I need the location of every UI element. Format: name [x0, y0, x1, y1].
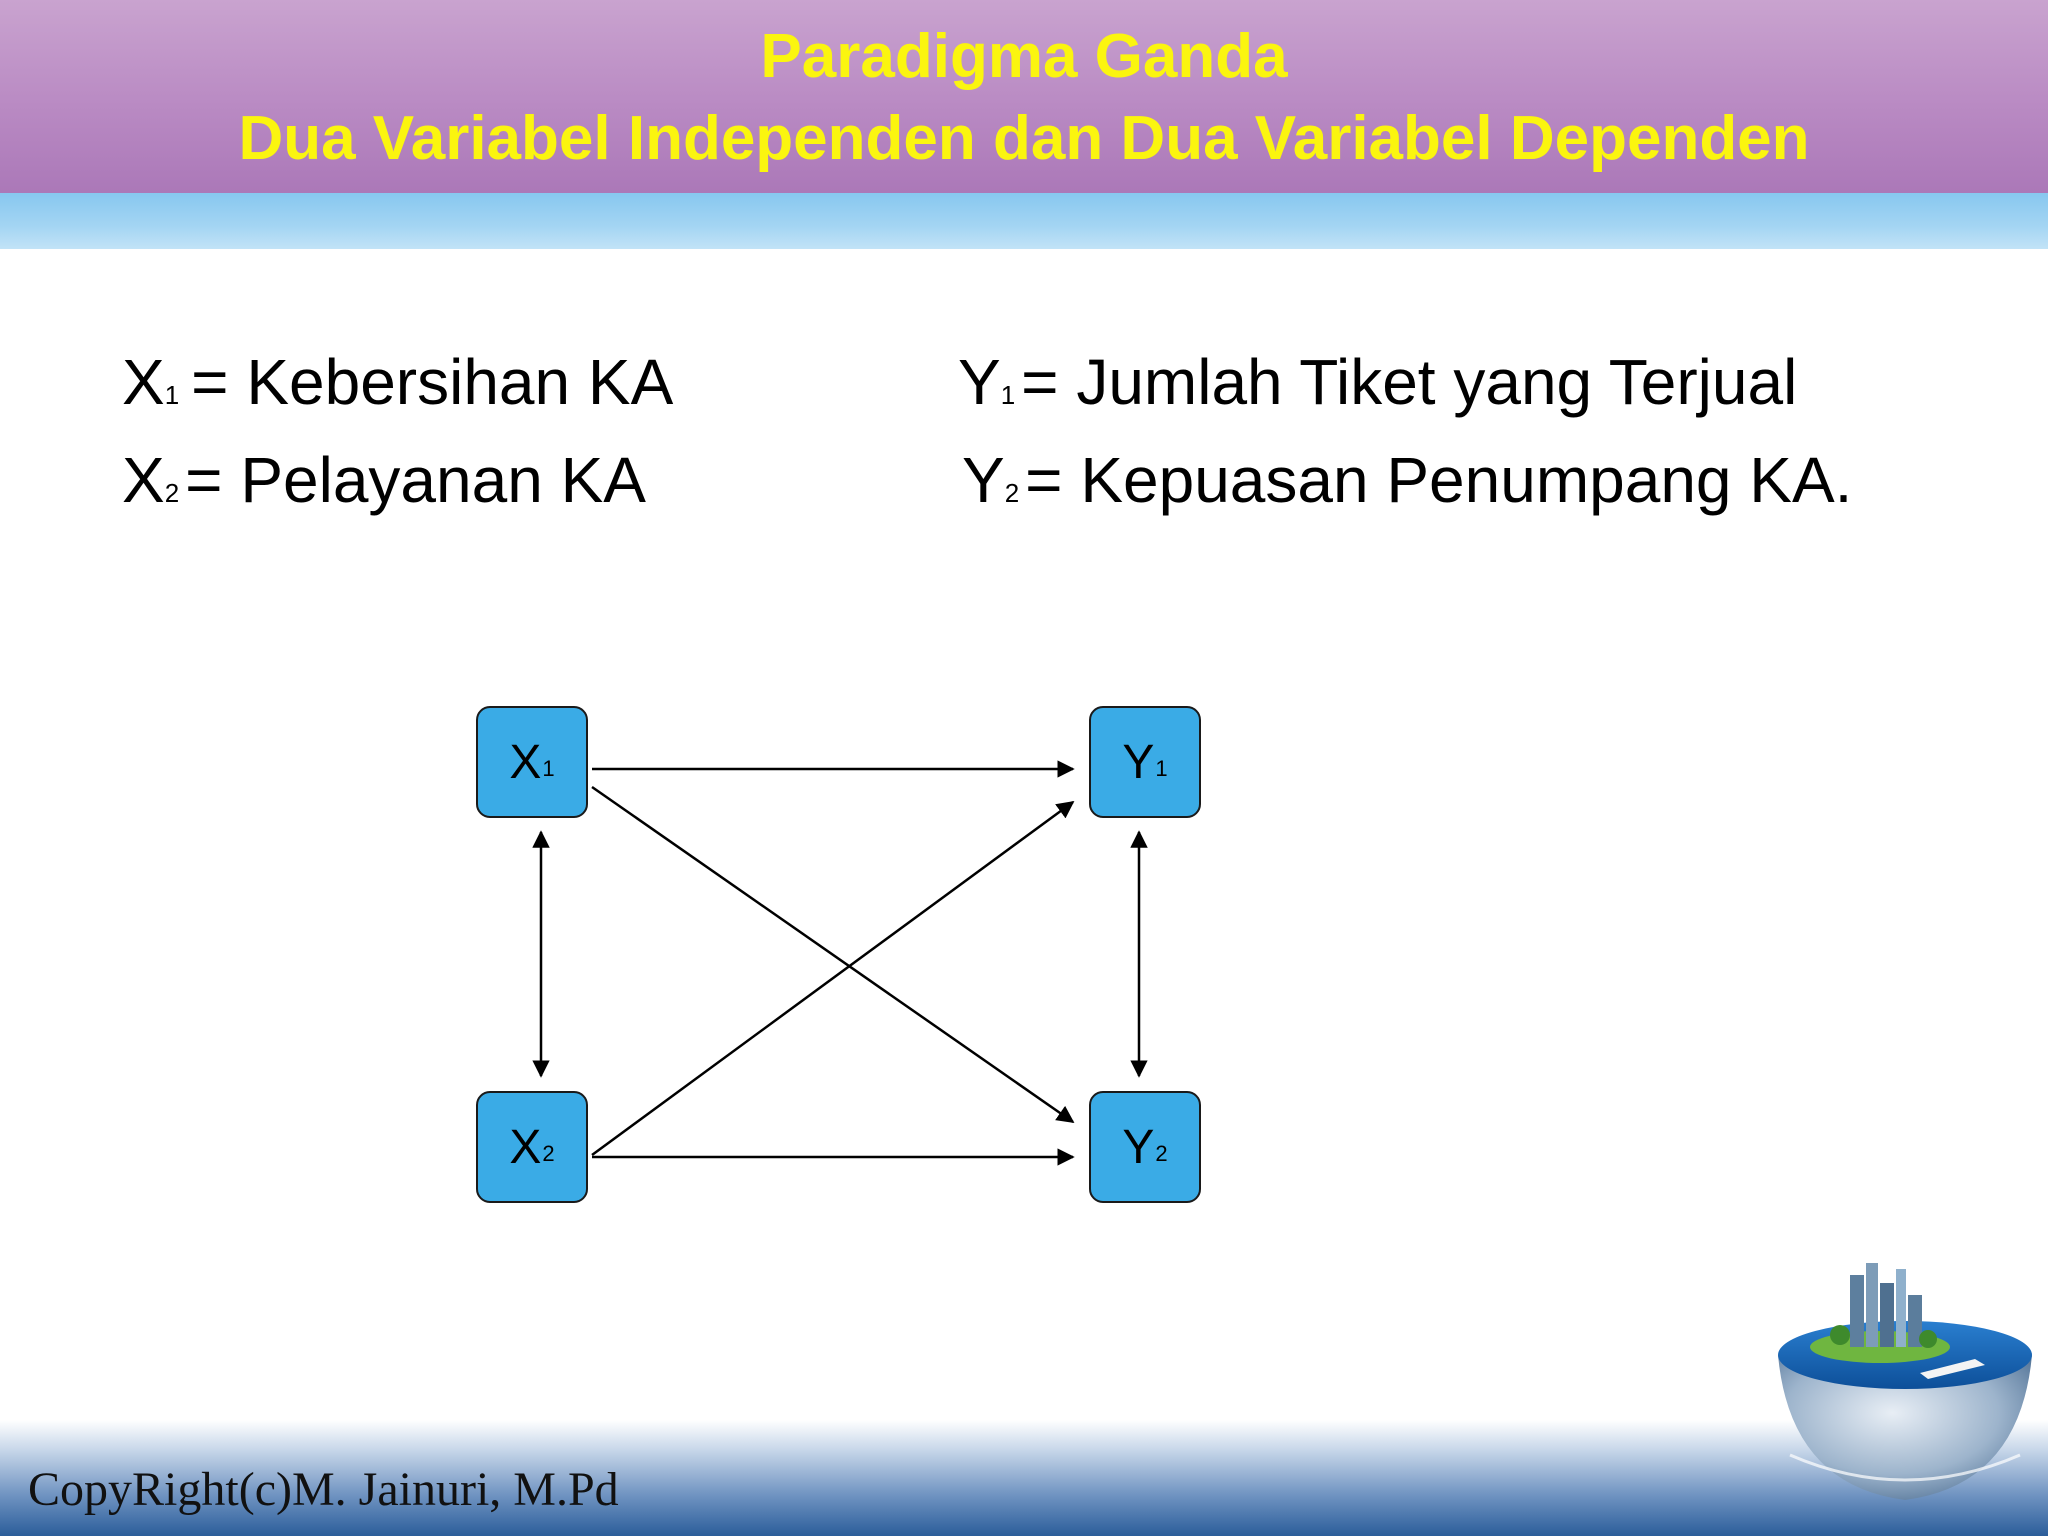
title-line-2: Dua Variabel Independen dan Dua Variabel…: [238, 104, 1810, 173]
legend-x2-subscript: 2: [164, 478, 180, 508]
legend-x1-subscript: 1: [164, 380, 180, 410]
globe-city-icon: [1778, 1263, 2032, 1500]
arrow-x2-y1: [591, 800, 1075, 1157]
legend-x2-symbol: X: [122, 444, 165, 516]
legend-y2-subscript: 2: [1004, 478, 1020, 508]
node-y2-symbol: Y: [1122, 1120, 1155, 1174]
legend-x2-description: = Pelayanan KA: [185, 444, 646, 516]
header-banner: Paradigma Ganda Dua Variabel Independen …: [0, 0, 2048, 193]
legend-x1-symbol: X: [122, 346, 165, 418]
node-x1-subscript: 1: [542, 756, 555, 781]
node-x1-symbol: X: [509, 735, 542, 789]
legend-x2: X2= Pelayanan KA: [122, 440, 646, 533]
legend-y2-symbol: Y: [962, 444, 1005, 516]
arrow-x1-y2: [591, 785, 1075, 1124]
legend-x1-description: = Kebersihan KA: [191, 346, 674, 418]
header-band: [0, 193, 2048, 249]
legend-y1-description: = Jumlah Tiket yang Terjual: [1021, 346, 1798, 418]
node-y1-subscript: 1: [1155, 756, 1168, 781]
footer-wave: [0, 1420, 2048, 1536]
node-x2-subscript: 2: [542, 1141, 555, 1166]
legend-y2: Y2= Kepuasan Penumpang KA.: [962, 440, 1852, 533]
legend-x1: X1 = Kebersihan KA: [122, 342, 673, 435]
legend-y2-description: = Kepuasan Penumpang KA.: [1025, 444, 1853, 516]
legend-y1: Y1= Jumlah Tiket yang Terjual: [958, 342, 1797, 435]
copyright-text: CopyRight(c)M. Jainuri, M.Pd: [28, 1463, 619, 1516]
title-line-1: Paradigma Ganda: [760, 22, 1288, 91]
legend-y1-subscript: 1: [1000, 380, 1016, 410]
node-y2-subscript: 2: [1155, 1141, 1168, 1166]
node-x2-symbol: X: [509, 1120, 542, 1174]
node-y1-symbol: Y: [1122, 735, 1155, 789]
legend-y1-symbol: Y: [958, 346, 1001, 418]
